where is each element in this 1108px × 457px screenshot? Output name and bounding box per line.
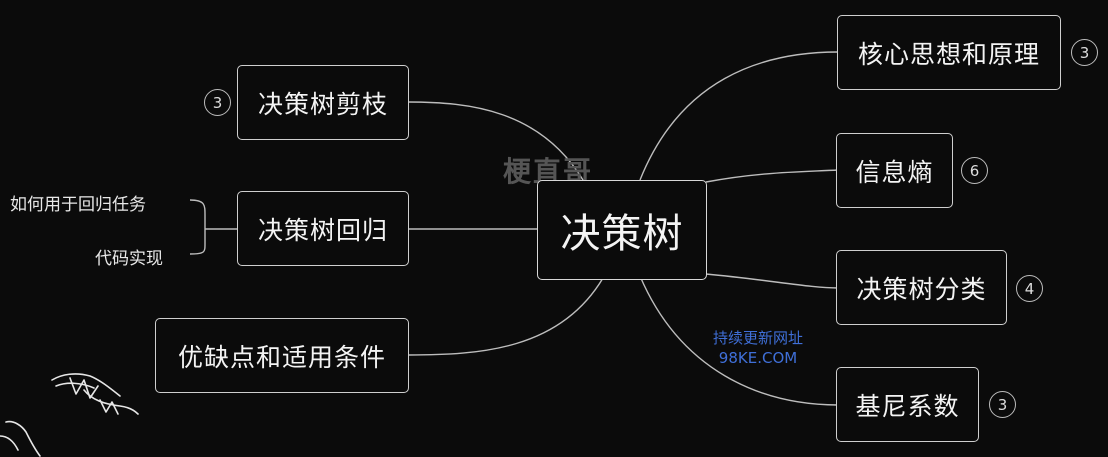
- doodle-drawing: [0, 373, 139, 457]
- leaf-regression-task[interactable]: 如何用于回归任务: [10, 195, 146, 215]
- node-classification[interactable]: 决策树分类: [836, 250, 1007, 325]
- link-root-gini: [639, 275, 839, 406]
- node-regression[interactable]: 决策树回归: [237, 191, 409, 266]
- root-node[interactable]: 决策树: [537, 180, 707, 280]
- badge-entropy[interactable]: 6: [961, 157, 988, 184]
- badge-classification[interactable]: 4: [1016, 275, 1043, 302]
- node-pruning[interactable]: 决策树剪枝: [237, 65, 409, 140]
- site-note-url: 98KE.COM: [718, 349, 798, 367]
- link-root-classification: [705, 273, 839, 289]
- link-root-pros-cons: [407, 277, 604, 356]
- node-gini[interactable]: 基尼系数: [836, 367, 979, 442]
- badge-core-idea[interactable]: 3: [1071, 39, 1098, 66]
- node-pros-cons[interactable]: 优缺点和适用条件: [155, 318, 409, 393]
- bracket-regression-children: [189, 199, 238, 255]
- badge-gini[interactable]: 3: [989, 391, 1016, 418]
- node-entropy[interactable]: 信息熵: [836, 133, 953, 208]
- link-root-pruning: [407, 101, 584, 181]
- site-note: 持续更新网址 98KE.COM: [698, 328, 818, 368]
- leaf-code-implementation[interactable]: 代码实现: [95, 249, 163, 269]
- node-core-idea[interactable]: 核心思想和原理: [837, 15, 1061, 90]
- site-note-title: 持续更新网址: [712, 329, 803, 347]
- link-root-core-idea: [639, 51, 839, 181]
- badge-pruning[interactable]: 3: [204, 89, 231, 116]
- link-root-entropy: [705, 169, 839, 183]
